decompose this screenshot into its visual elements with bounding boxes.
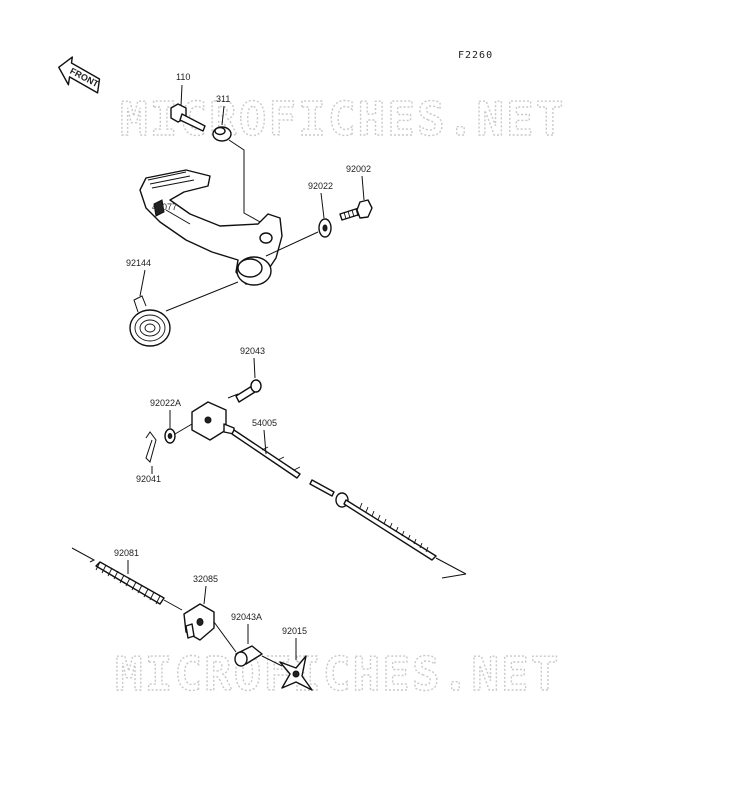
washer-92022	[318, 218, 332, 238]
label-92144: 92144	[126, 258, 151, 268]
wing-nut-92015	[279, 655, 313, 691]
pin-92043	[235, 379, 262, 403]
collar-311	[212, 126, 232, 142]
bolt-110	[170, 103, 206, 132]
label-92022A: 92022A	[150, 398, 181, 408]
washer-92022A	[164, 428, 176, 444]
label-311: 311	[216, 94, 230, 104]
diagram-code: F2260	[458, 50, 493, 61]
label-54005: 54005	[252, 418, 277, 428]
label-92041: 92041	[136, 474, 161, 484]
watermark-bottom: MICROFICHES.NET	[115, 647, 560, 701]
label-43077: 43077	[152, 202, 177, 212]
label-92002: 92002	[346, 164, 371, 174]
front-arrow-icon: FRONT	[58, 56, 101, 94]
label-92043A: 92043A	[231, 612, 262, 622]
spring-92081	[95, 561, 165, 605]
watermark-top: MICROFICHES.NET	[120, 92, 565, 146]
label-32085: 32085	[193, 574, 218, 584]
label-92043: 92043	[240, 346, 265, 356]
label-110: 110	[176, 72, 190, 82]
label-92022: 92022	[308, 181, 333, 191]
joint-32085	[183, 603, 215, 641]
brake-pedal-43077	[139, 169, 283, 286]
cotter-pin-92041	[145, 431, 157, 463]
pin-92043A	[234, 645, 263, 667]
brake-rod-54005	[191, 401, 437, 561]
return-spring-92144	[129, 295, 171, 347]
label-92081: 92081	[114, 548, 139, 558]
label-92015: 92015	[282, 626, 307, 636]
bolt-92002	[339, 199, 373, 221]
